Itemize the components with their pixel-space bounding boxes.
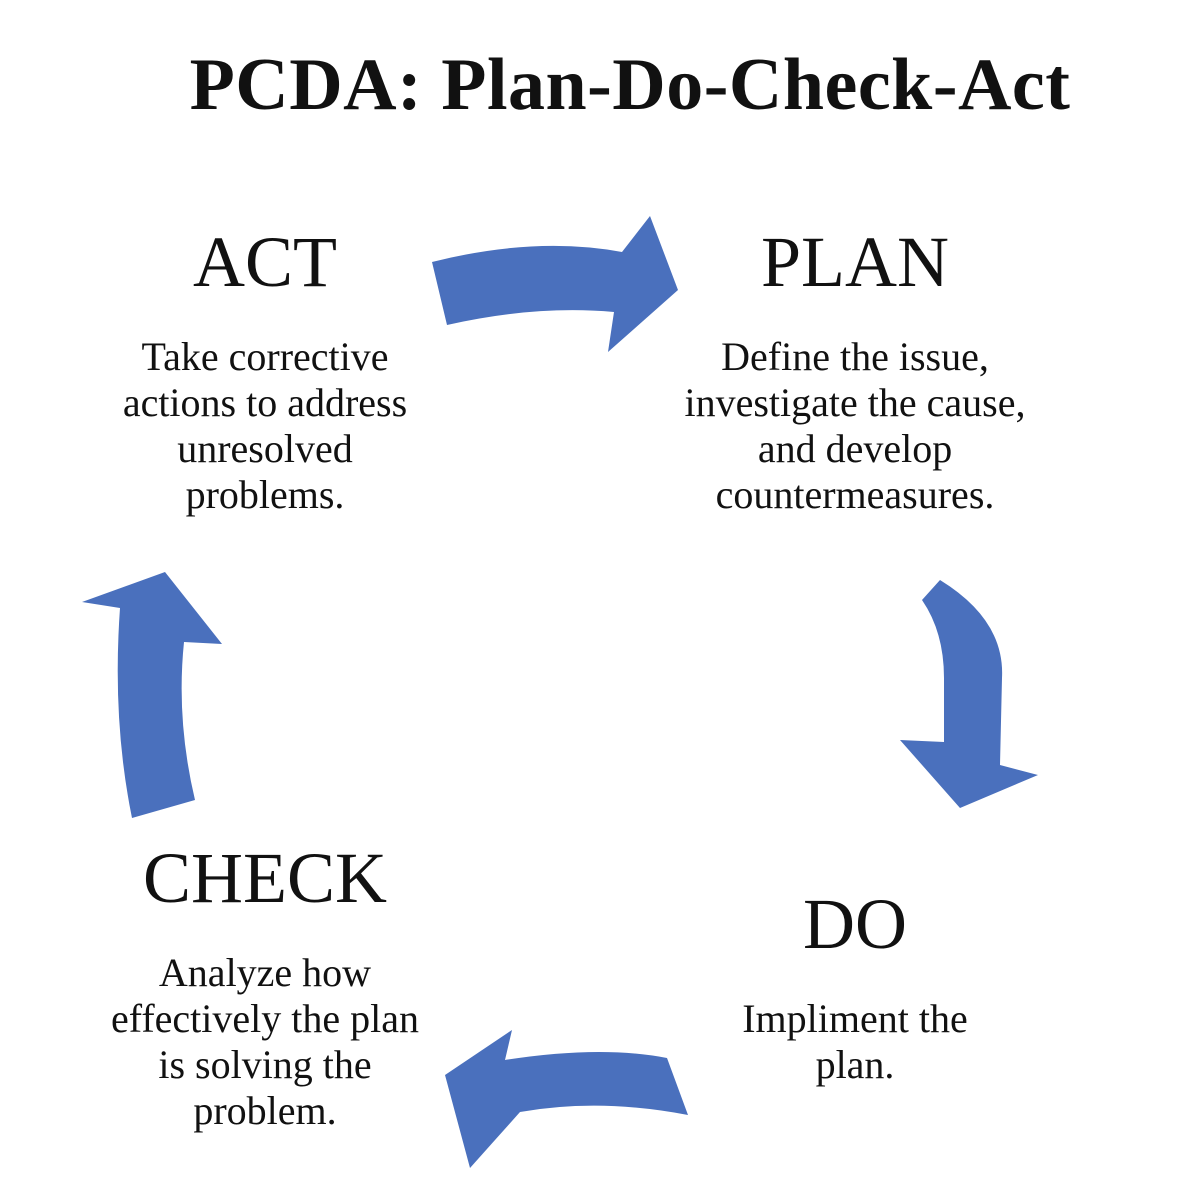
stage-act: ACT Take corrective actions to address u… — [100, 226, 430, 518]
arrow-plan-to-do — [900, 580, 1038, 808]
stage-plan-description: Define the issue, investigate the cause,… — [684, 334, 1026, 517]
stage-plan: PLAN Define the issue, investigate the c… — [680, 226, 1030, 518]
stage-act-description: Take corrective actions to address unres… — [122, 334, 408, 517]
stage-do: DO Impliment the plan. — [700, 888, 1010, 1088]
arrow-do-to-check — [445, 1030, 688, 1168]
diagram-title: PCDA: Plan-Do-Check-Act — [189, 44, 1071, 126]
stage-check: CHECK Analyze how effectively the plan i… — [100, 842, 430, 1134]
stage-do-description: Impliment the plan. — [742, 996, 968, 1087]
stage-act-heading: ACT — [193, 222, 337, 302]
arrow-check-to-act — [82, 572, 222, 818]
stage-check-description: Analyze how effectively the plan is solv… — [110, 950, 419, 1133]
arrow-act-to-plan — [432, 216, 678, 352]
stage-plan-heading: PLAN — [760, 222, 949, 302]
stage-check-heading: CHECK — [142, 838, 388, 918]
stage-do-heading: DO — [803, 884, 907, 964]
